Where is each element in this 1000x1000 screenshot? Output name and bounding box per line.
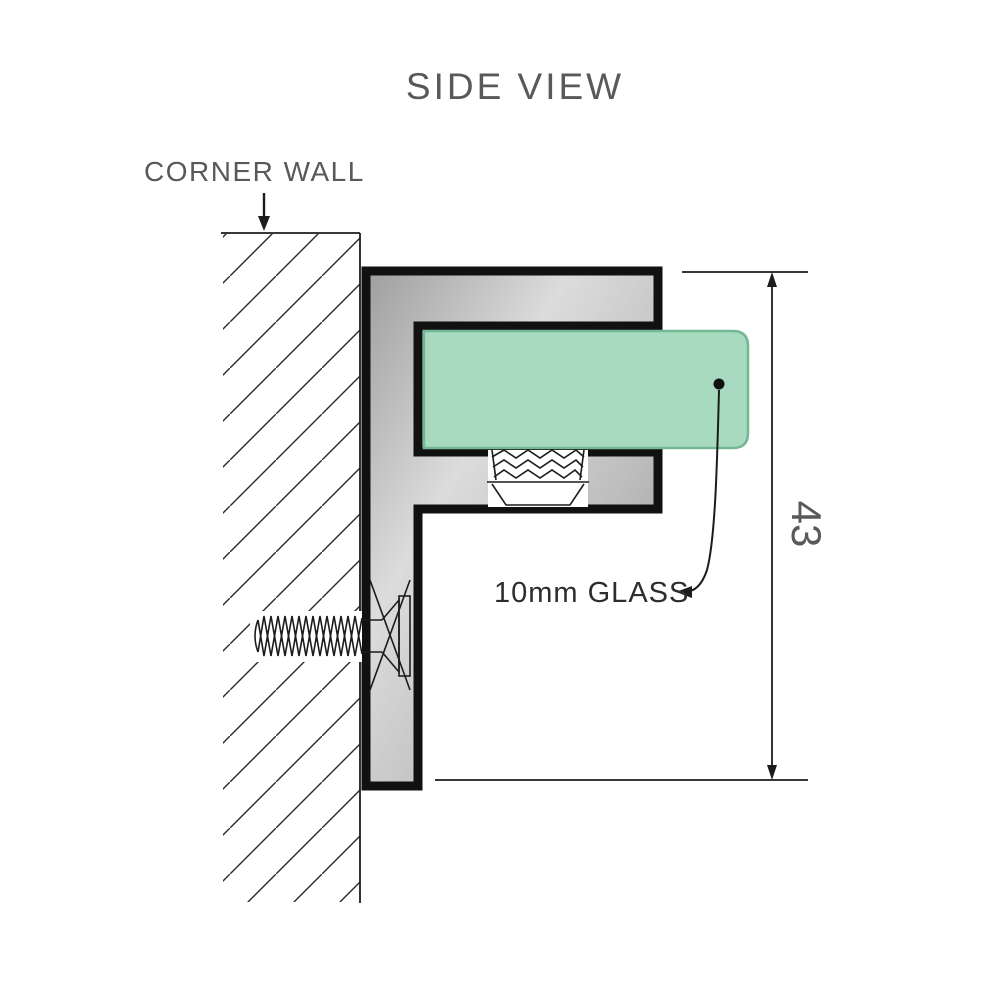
corner-wall-arrowhead-icon	[258, 216, 270, 231]
fixing-screw	[250, 579, 411, 691]
grub-screw-backing	[488, 450, 588, 507]
dimension-arrow-top-icon	[767, 272, 777, 287]
glass-panel	[422, 329, 750, 450]
grub-screw	[487, 448, 589, 507]
wall-hatching	[223, 234, 360, 902]
bracket-profile	[361, 266, 663, 791]
dimension-arrow-bottom-icon	[767, 765, 777, 780]
glass-leader-line	[685, 389, 720, 593]
dimension-43: 43	[435, 271, 830, 781]
corner-wall-callout: CORNER WALL	[144, 156, 365, 231]
glass-leader-arrowhead-icon	[676, 586, 692, 598]
glass-callout: 10mm GLASS	[494, 378, 725, 609]
corner-wall	[221, 232, 361, 903]
dimension-label: 43	[783, 501, 830, 548]
page-title: SIDE VIEW	[406, 66, 624, 107]
glass-leader-dot	[713, 378, 725, 390]
corner-wall-label: CORNER WALL	[144, 156, 365, 187]
glass-label: 10mm GLASS	[494, 577, 689, 609]
